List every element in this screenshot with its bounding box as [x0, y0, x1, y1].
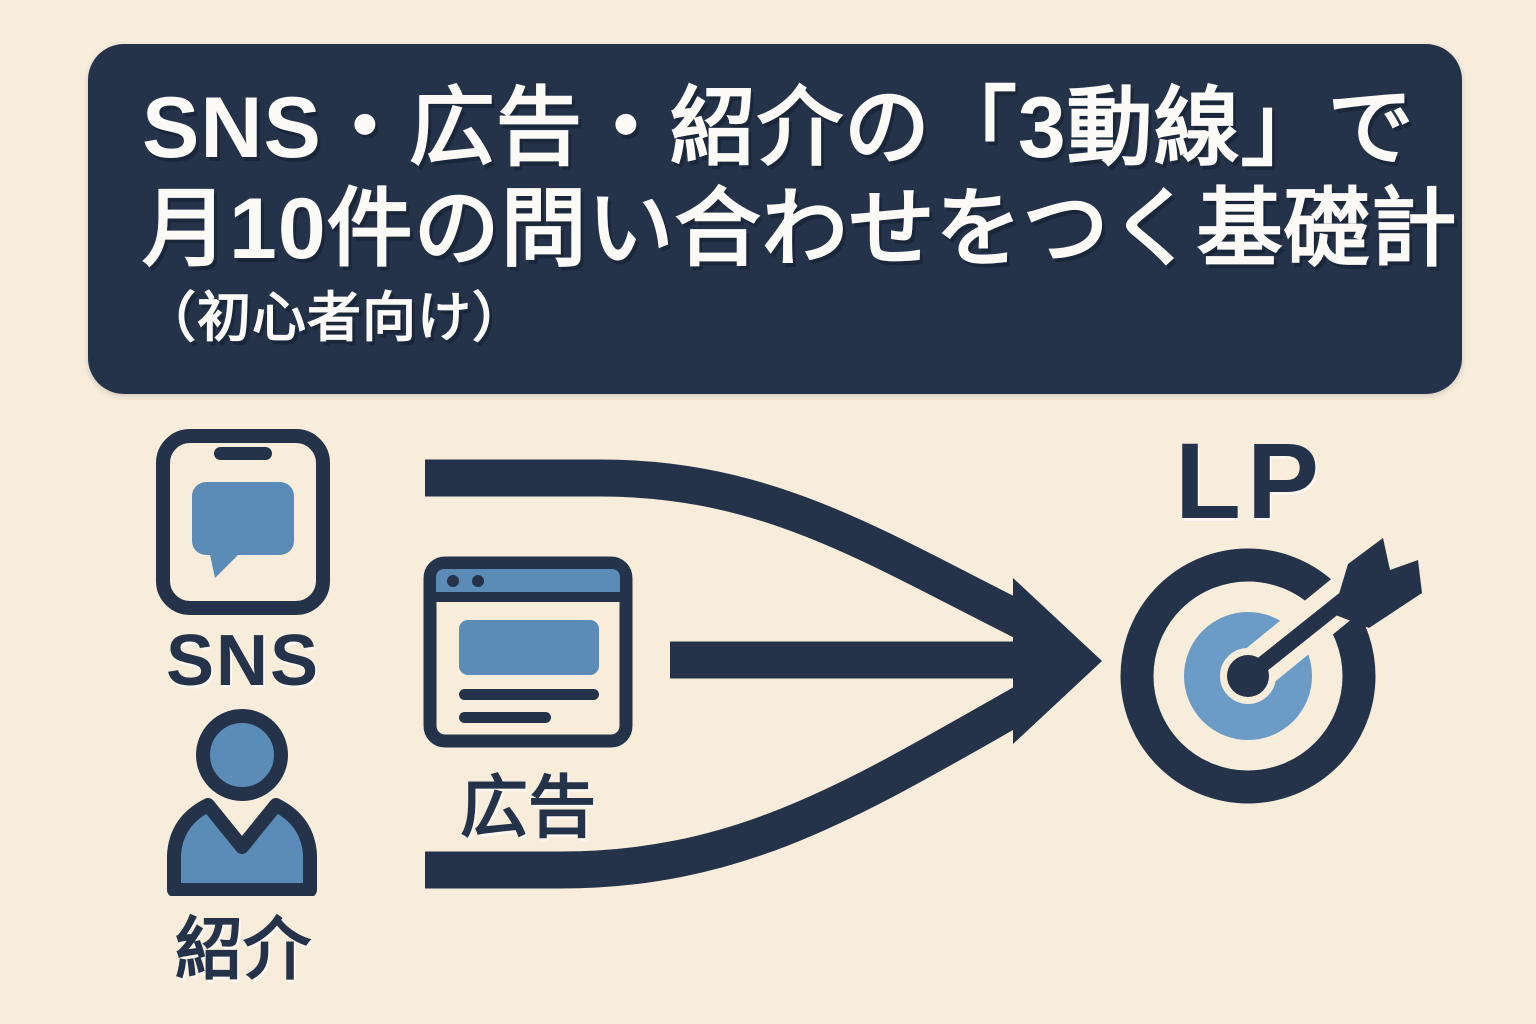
- browser-dot: [447, 575, 459, 587]
- flow-arrow-sns-to-lp: [425, 459, 1041, 643]
- sns-phone-icon: [155, 428, 331, 616]
- title-line-3: （初心者向け）: [142, 287, 527, 348]
- flow-arrow-referral-to-lp: [425, 681, 1042, 889]
- lp-label: LP: [1174, 420, 1325, 541]
- text-line: [459, 712, 551, 723]
- referral-person-icon: [163, 704, 321, 896]
- sns-label: SNS: [165, 621, 321, 701]
- text-line: [459, 689, 599, 700]
- title-line-2: 月10件の問い合わせをつく基礎計: [142, 181, 1458, 278]
- browser-dot: [472, 575, 484, 587]
- phone-notch: [214, 447, 272, 460]
- chat-bubble-icon: [192, 482, 294, 578]
- browser-title-bar: [436, 569, 620, 592]
- dart-fletching-icon: [1333, 538, 1422, 628]
- merge-arrowhead-icon: [1013, 578, 1102, 744]
- lp-target-icon: [1120, 522, 1428, 804]
- title-line-1: SNS・広告・紹介の「3動線」で: [142, 80, 1415, 176]
- ad-banner-block: [459, 620, 599, 675]
- referral-label: 紹介: [174, 912, 311, 988]
- ad-browser-icon: [423, 556, 633, 748]
- ad-label: 広告: [459, 770, 596, 846]
- title-banner: SNS・広告・紹介の「3動線」で 月10件の問い合わせをつく基礎計 （初心者向け…: [88, 44, 1462, 394]
